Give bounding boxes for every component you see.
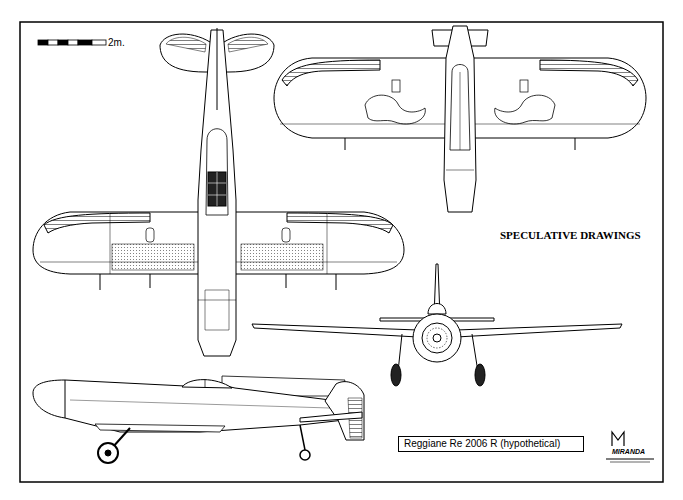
signature-mark [606,432,654,462]
side-view [33,376,364,463]
under-view [274,26,646,212]
sheet-title: SPECULATIVE DRAWINGS [500,229,641,241]
page-border [20,22,663,482]
signature-text: MIRANDA [612,448,645,455]
front-view [252,264,622,386]
caption-box: Reggiane Re 2006 R (hypothetical) [398,436,584,452]
scale-label: 2m. [108,37,125,48]
caption-text: Reggiane Re 2006 R (hypothetical) [404,438,578,450]
scale-bar [38,40,106,45]
